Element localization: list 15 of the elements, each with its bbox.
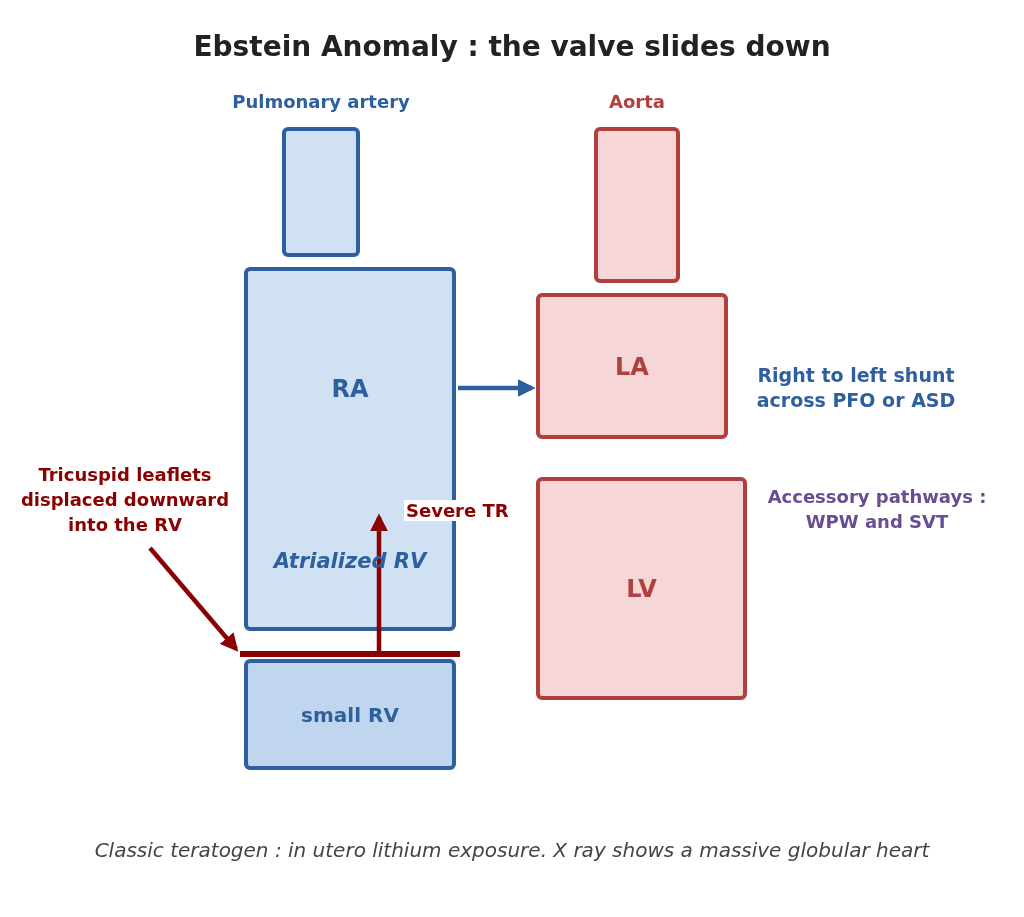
chamber-label: LV [625,575,658,603]
vessel-label: Pulmonary artery [231,91,411,112]
arrow [458,379,536,397]
edge-label: Severe TR [404,500,511,521]
chamber-label: LA [614,353,650,381]
chamber-label: RA [330,375,370,403]
annotation-text: Right to left shunt across PFO or ASD [755,363,957,413]
caption: Classic teratogen : in utero lithium exposure. X ray shows a massive globular heart [93,838,931,862]
annotation-text: Accessory pathways : WPW and SVT [766,485,988,534]
chamber-label: small RV [300,703,400,727]
diagram-title: Ebstein Anomaly : the valve slides down [192,30,832,63]
vessel-label: Aorta [608,91,666,112]
leader-arrow [148,546,239,652]
arrow [370,513,388,651]
annotation-text: Tricuspid leaflets displaced downward into the RV [19,463,231,537]
